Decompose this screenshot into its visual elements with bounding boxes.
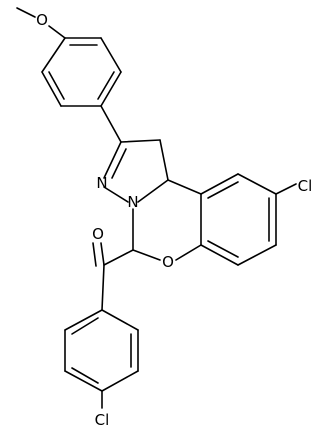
bond-ring1-inner-c bbox=[48, 71, 65, 100]
bond-c5-o-ring bbox=[132, 249, 161, 261]
bond-n2-c3 bbox=[103, 141, 122, 179]
atom-label-o-carbonyl: O bbox=[92, 225, 104, 243]
bond-ring3-c bbox=[101, 370, 139, 392]
bonds bbox=[16, 7, 297, 409]
bond-ring1-e bbox=[41, 71, 62, 107]
bond-carbonyl-o bbox=[100, 242, 105, 266]
bond-c5-carbonyl-c bbox=[103, 249, 134, 266]
bond-ring3-a bbox=[101, 309, 139, 331]
bond-c4-c10b bbox=[159, 139, 169, 181]
bond-c10b-aryl bbox=[167, 179, 202, 195]
bond-ring2-inner-c bbox=[207, 240, 239, 258]
bond-ring1-inner-b bbox=[97, 71, 115, 100]
bond-c10b-n1 bbox=[137, 179, 169, 203]
bond-ring2-inner-a bbox=[207, 181, 239, 199]
bond-ring2-c bbox=[237, 173, 277, 195]
bond-ring2-b bbox=[200, 173, 239, 195]
atom-label-o-ring: O bbox=[162, 253, 174, 271]
atom-label-n1: N bbox=[127, 193, 138, 211]
atom-labels: O N N Cl O O Cl bbox=[36, 11, 312, 429]
atom-label-cl-right: Cl bbox=[298, 177, 313, 195]
bond-ring1-f bbox=[41, 37, 66, 73]
bond-aryl-cl-right bbox=[275, 183, 297, 195]
atom-label-n2: N bbox=[96, 174, 107, 192]
bond-ring3-f bbox=[64, 309, 103, 331]
bond-ring3-inner-c bbox=[71, 317, 99, 335]
bond-ring3-inner-b bbox=[71, 367, 99, 384]
bond-o-ring-aryl bbox=[175, 244, 202, 261]
bond-c3-c4 bbox=[120, 139, 161, 143]
bond-ring2-e bbox=[237, 244, 277, 266]
atom-label-cl-bottom: Cl bbox=[95, 411, 110, 429]
bond-n1-n2 bbox=[103, 186, 129, 203]
bond-ring3-d bbox=[64, 370, 103, 392]
bond-ring1-c bbox=[100, 71, 122, 107]
atom-label-o-methoxy: O bbox=[36, 11, 48, 29]
bond-carbonyl-aryl bbox=[101, 264, 105, 311]
bond-aryl-pyrazoline bbox=[100, 105, 122, 143]
bond-ring1-b bbox=[100, 37, 122, 73]
bond-o-aryl bbox=[48, 25, 66, 39]
bond-methyl-o bbox=[16, 7, 36, 18]
bond-carbonyl-o-double bbox=[92, 242, 97, 267]
bond-ring2-f bbox=[200, 244, 239, 266]
bond-n2-c3-double bbox=[111, 148, 127, 179]
